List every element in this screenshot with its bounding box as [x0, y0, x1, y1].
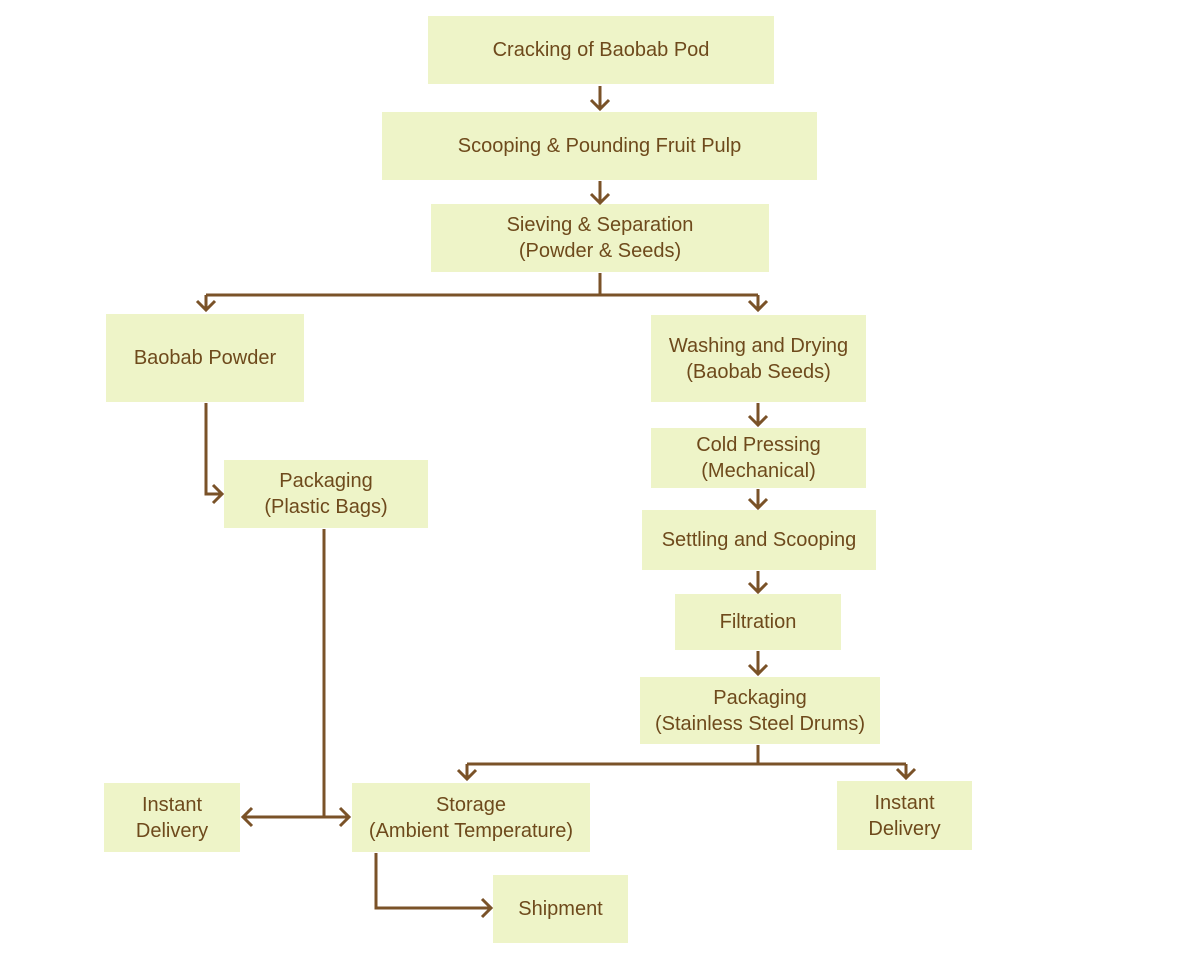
step-label-line: Instant: [141, 793, 203, 816]
step-washing-drying: Washing and Drying (Baobab Seeds): [651, 315, 866, 402]
step-instant-delivery-left: Instant Delivery: [104, 783, 240, 852]
step-instant-delivery-right: Instant Delivery: [837, 781, 972, 850]
step-shipment: Shipment: [493, 875, 628, 943]
step-label-line: (Mechanical): [701, 460, 816, 482]
step-cold-pressing: Cold Pressing (Mechanical): [651, 428, 866, 488]
step-packaging-steel-drums: Packaging (Stainless Steel Drums): [640, 677, 880, 744]
step-storage: Storage (Ambient Temperature): [352, 783, 590, 852]
arrowhead: [589, 98, 611, 112]
step-label-line: Packaging: [713, 686, 807, 709]
arrowhead: [195, 299, 217, 313]
step-label-line: Filtration: [719, 611, 797, 633]
step-label-line: (Ambient Temperature): [368, 819, 574, 842]
arrowhead: [747, 414, 769, 428]
step-cracking-baobab-pod: Cracking of Baobab Pod: [428, 16, 774, 84]
step-label-line: (Baobab Seeds): [686, 360, 831, 383]
step-label-line: (Powder & Seeds): [518, 240, 682, 262]
step-label-line: Cold Pressing: [696, 434, 821, 456]
arrowhead: [747, 299, 769, 313]
step-scooping-pounding: Scooping & Pounding Fruit Pulp: [382, 112, 817, 180]
step-label-line: Cracking of Baobab Pod: [492, 39, 710, 61]
step-label-line: Washing and Drying: [668, 334, 849, 357]
step-label-line: Storage: [435, 793, 507, 816]
step-sieving-separation: Sieving & Separation (Powder & Seeds): [431, 204, 769, 272]
step-label-line: Delivery: [868, 817, 941, 840]
step-label-line: Packaging: [279, 470, 373, 492]
step-label-line: Sieving & Separation: [506, 214, 694, 236]
step-label-line: Instant: [874, 791, 935, 814]
step-label-line: Baobab Powder: [133, 347, 277, 369]
arrowhead: [240, 806, 254, 828]
arrowhead: [747, 581, 769, 595]
arrowhead: [747, 497, 769, 511]
step-label-line: (Plastic Bags): [264, 496, 388, 518]
step-packaging-plastic-bags: Packaging (Plastic Bags): [224, 460, 428, 528]
step-label-line: Settling and Scooping: [661, 529, 857, 551]
connector-arrow: [204, 403, 221, 496]
arrowhead: [456, 768, 478, 782]
arrowhead: [480, 897, 494, 919]
arrowhead: [589, 192, 611, 206]
step-label-line: (Stainless Steel Drums): [654, 712, 866, 735]
connector-arrow: [374, 853, 490, 910]
step-label-line: Shipment: [518, 898, 603, 920]
step-baobab-powder: Baobab Powder: [106, 314, 304, 402]
arrowhead: [338, 806, 352, 828]
step-filtration: Filtration: [675, 594, 841, 650]
step-label-line: Scooping & Pounding Fruit Pulp: [457, 135, 742, 157]
arrowhead: [895, 767, 917, 781]
step-label-line: Delivery: [135, 819, 209, 842]
arrowhead: [747, 663, 769, 677]
arrowhead: [211, 483, 225, 505]
step-settling-scooping: Settling and Scooping: [642, 510, 876, 570]
